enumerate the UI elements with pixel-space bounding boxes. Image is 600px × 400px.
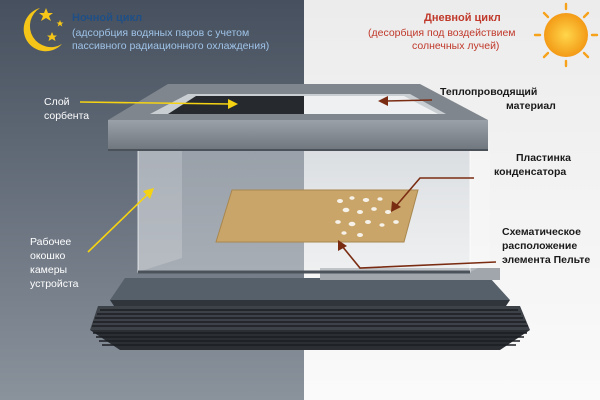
label-window-line2: окошко	[30, 250, 66, 262]
heat-sink	[90, 306, 530, 350]
label-window-line4: устройста	[30, 278, 79, 290]
base-plate	[110, 278, 510, 300]
moon-and-stars-icon	[23, 8, 64, 52]
label-peltier-line1: Схематическое	[502, 226, 581, 238]
label-conductor-line2: материал	[506, 100, 556, 112]
label-conductor-line1: Теплопроводящий	[440, 86, 538, 98]
day-pointer-arrows	[338, 96, 497, 269]
water-droplets	[335, 196, 399, 237]
label-sorbent-line1: Слой	[44, 96, 70, 108]
sun-icon	[533, 2, 599, 68]
day-cycle-title: Дневной цикл	[424, 12, 501, 24]
night-cycle-title: Ночной цикл	[72, 12, 143, 24]
label-sorbent-line2: сорбента	[44, 110, 90, 122]
night-cycle-subtitle-line1: (адсорбция водяных паров с учетом	[72, 27, 250, 39]
label-peltier-line2: расположение	[502, 240, 578, 252]
label-plate-line2: конденсатора	[494, 166, 567, 178]
label-window-line1: Рабочее	[30, 236, 72, 248]
label-peltier-line3: элемента Пельте	[502, 254, 591, 266]
lid	[108, 84, 488, 151]
condenser-plate	[215, 189, 419, 243]
label-plate-line1: Пластинка	[516, 152, 571, 164]
day-cycle-subtitle-line1: (десорбция под воздействием	[368, 27, 516, 39]
label-window-line3: камеры	[30, 264, 68, 276]
night-cycle-subtitle-line2: пассивного радиационного охлаждения)	[72, 40, 270, 52]
day-cycle-subtitle-line2: солнечных лучей)	[412, 40, 500, 52]
night-pointer-arrows	[79, 99, 238, 253]
